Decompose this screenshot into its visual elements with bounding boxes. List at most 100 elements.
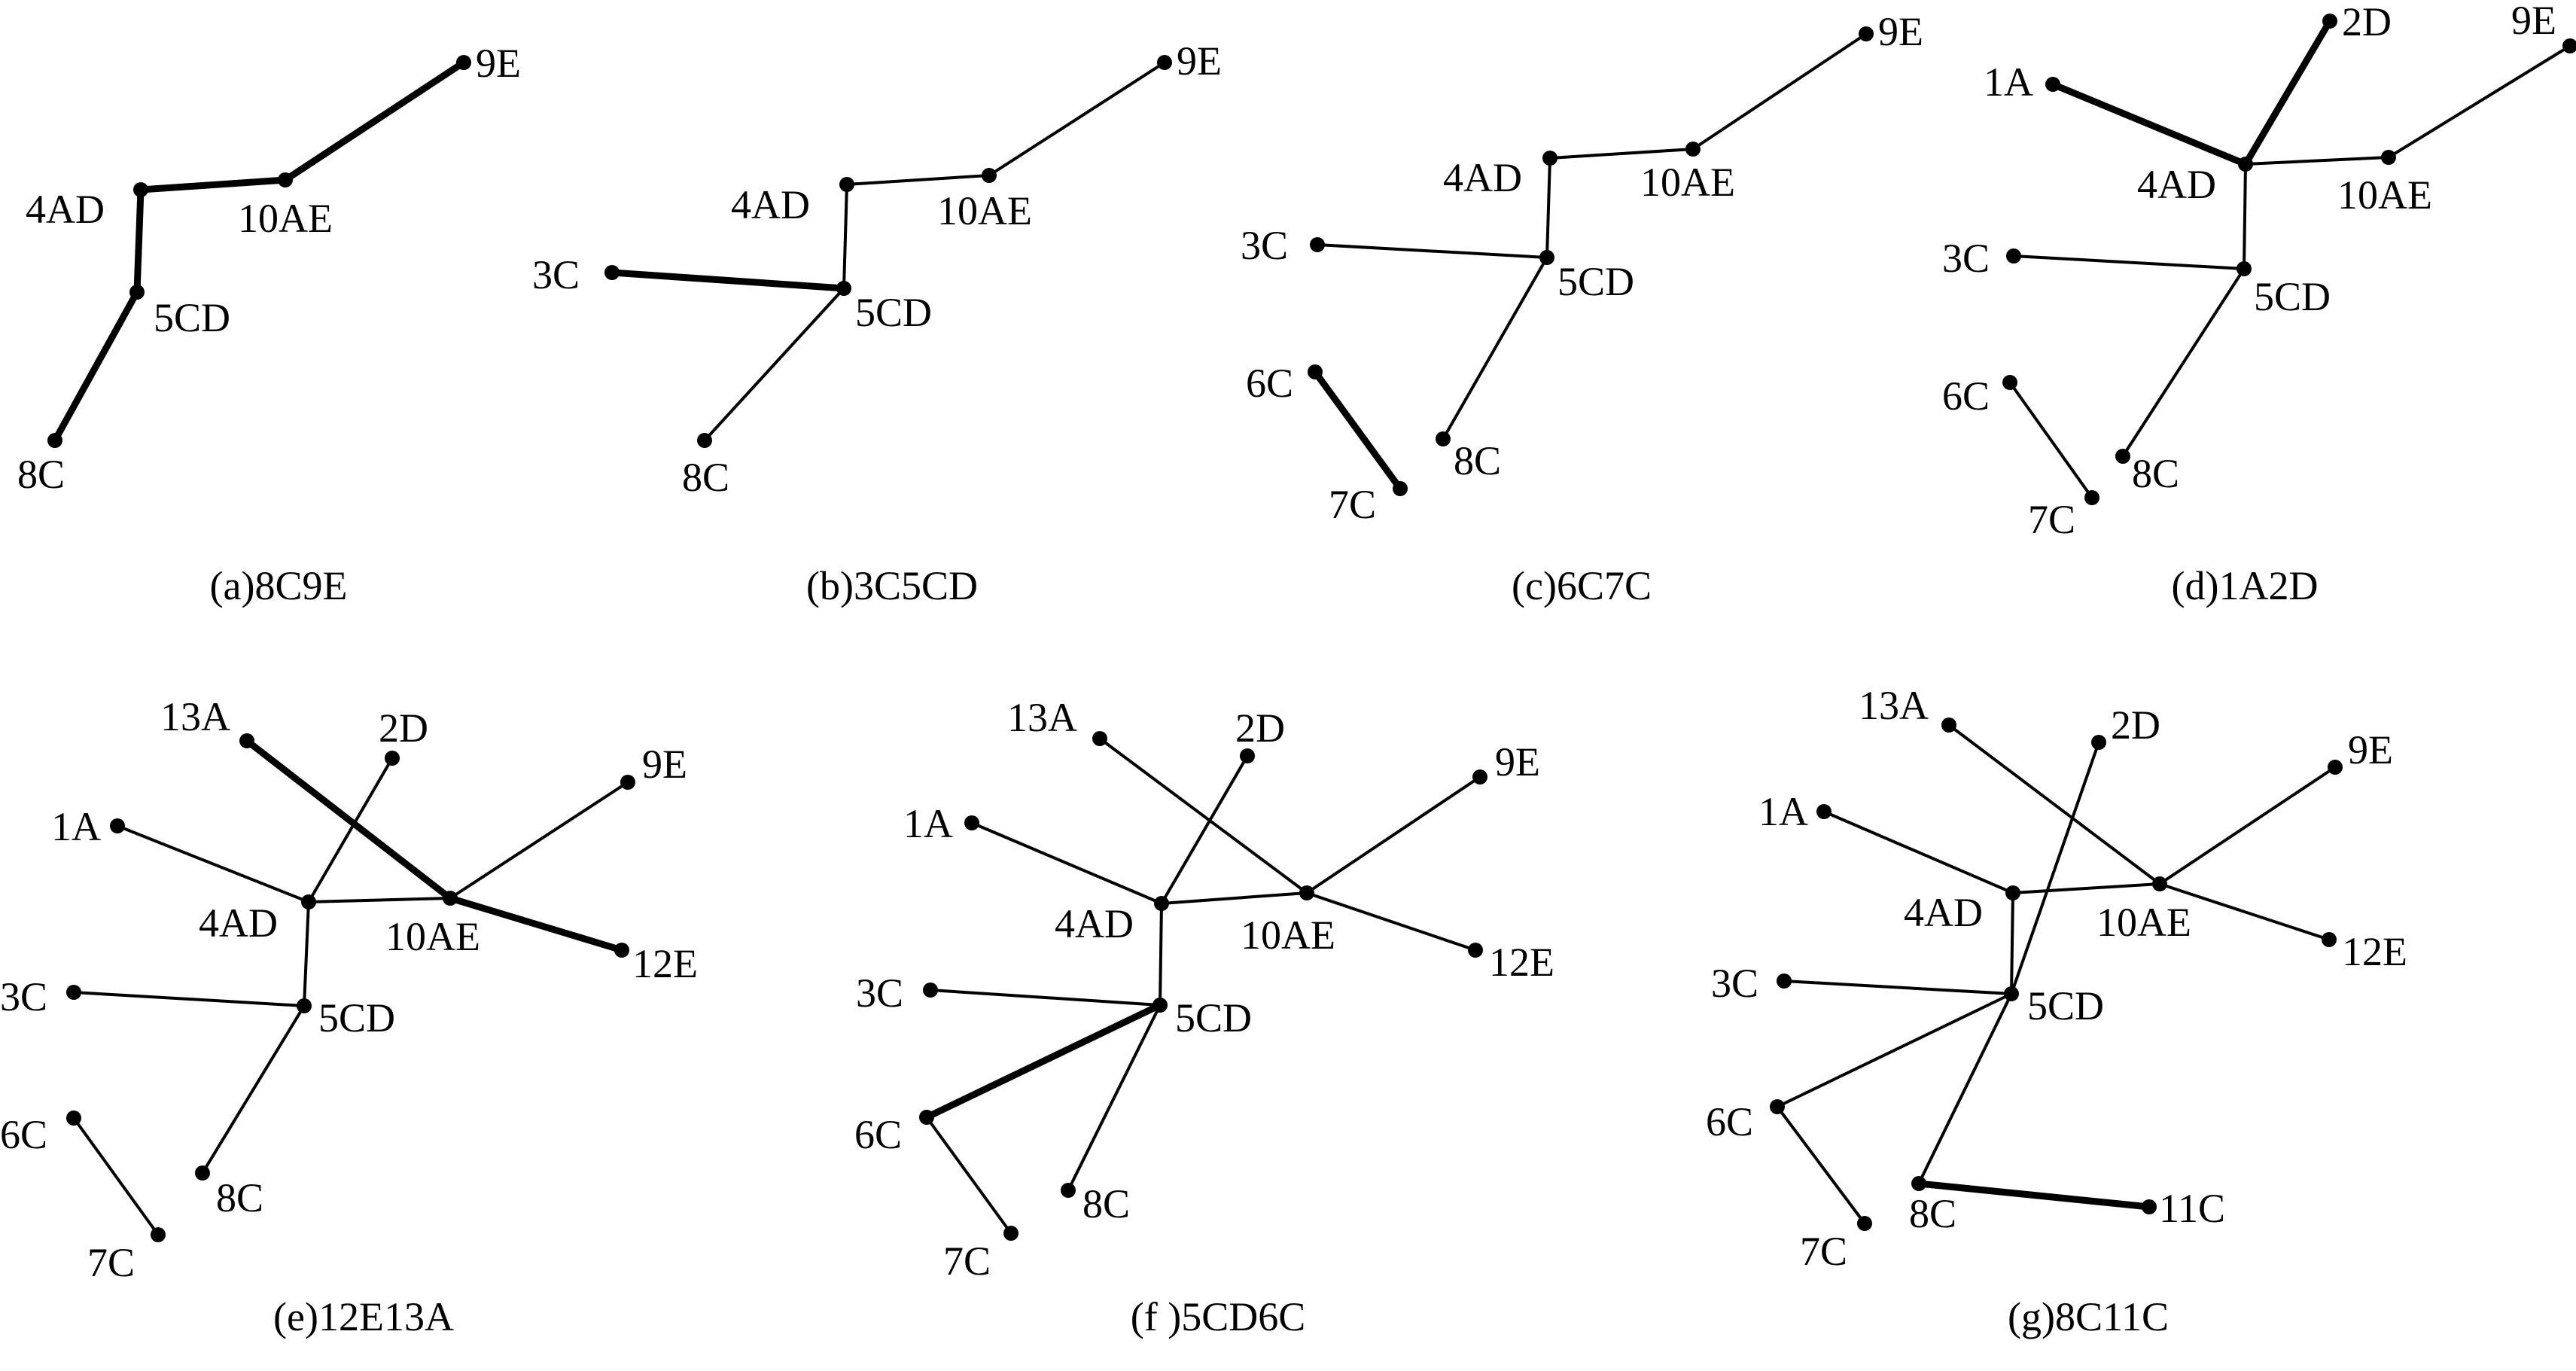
node-label-3C: 3C — [1942, 236, 1990, 281]
node-label-1A: 1A — [1758, 789, 1808, 834]
node-11C — [2142, 1199, 2157, 1214]
edge-5CD-8C — [703, 287, 845, 442]
node-3C — [2006, 248, 2021, 264]
node-5CD — [2236, 261, 2252, 276]
node-label-9E: 9E — [1878, 9, 1923, 54]
node-4AD — [839, 177, 854, 192]
node-2D — [1240, 748, 1255, 763]
node-label-2D: 2D — [2111, 702, 2160, 748]
edge-4AD-5CD — [2010, 891, 2014, 995]
node-label-8C: 8C — [2132, 451, 2179, 496]
edge-10AE-12E — [446, 894, 626, 954]
node-7C — [151, 1227, 166, 1242]
node-5CD — [129, 285, 145, 300]
node-label-4AD: 4AD — [26, 187, 105, 232]
node-4AD — [2238, 157, 2253, 172]
edge-13A-10AE — [1947, 724, 2161, 885]
edge-4AD-10AE — [137, 176, 289, 193]
node-label-10AE: 10AE — [1241, 912, 1335, 958]
edge-10AE-9E — [1691, 32, 1868, 151]
edge-4AD-5CD — [842, 183, 848, 290]
node-label-10AE: 10AE — [385, 914, 480, 959]
edge-4AD-5CD — [133, 186, 145, 296]
node-label-10AE: 10AE — [2096, 900, 2191, 945]
edge-1A-4AD — [970, 821, 1163, 905]
node-label-5CD: 5CD — [1557, 259, 1634, 304]
node-label-6C: 6C — [0, 1112, 47, 1157]
edge-5CD-8C — [1442, 256, 1548, 440]
node-10AE — [2381, 150, 2396, 165]
node-10AE — [1685, 142, 1701, 157]
node-8C — [47, 433, 62, 448]
node-2D — [2091, 735, 2106, 750]
node-label-7C: 7C — [943, 1238, 991, 1284]
node-label-9E: 9E — [476, 41, 521, 86]
node-5CD — [297, 998, 312, 1013]
edge-1A-4AD — [1822, 810, 2014, 894]
node-label-4AD: 4AD — [2137, 162, 2216, 207]
node-label-12E: 12E — [1489, 940, 1554, 985]
node-label-11C: 11C — [2159, 1186, 2225, 1231]
edge-5CD-6C — [923, 1001, 1164, 1121]
edge-10AE-9E — [282, 59, 467, 184]
edge-3C-5CD — [608, 269, 848, 292]
node-13A — [239, 733, 254, 748]
node-label-7C: 7C — [1800, 1229, 1847, 1274]
edge-13A-10AE — [243, 737, 454, 902]
panel-caption: (f )5CD6C — [1131, 1294, 1305, 1339]
edge-2D-4AD — [1160, 754, 1249, 905]
edge-4AD-10AE — [307, 897, 452, 903]
node-10AE — [1299, 885, 1314, 900]
node-3C — [1310, 237, 1325, 252]
node-12E — [2322, 932, 2337, 947]
edge-4AD-10AE — [1160, 891, 1308, 905]
edge-4AD-5CD — [303, 900, 310, 1007]
node-label-6C: 6C — [1942, 373, 1990, 419]
node-4AD — [1542, 151, 1557, 166]
panel-caption: (b)3C5CD — [806, 563, 978, 608]
edge-5CD-6C — [1776, 992, 2013, 1108]
node-1A — [2045, 77, 2060, 92]
edge-4AD-5CD — [1159, 902, 1163, 1007]
node-5CD — [2004, 986, 2019, 1001]
node-8C — [195, 1165, 210, 1181]
edge-6C-7C — [1311, 368, 1404, 492]
edge-2D-4AD — [307, 757, 394, 903]
node-label-3C: 3C — [0, 974, 47, 1019]
node-13A — [1092, 731, 1107, 746]
node-label-7C: 7C — [1329, 482, 1376, 527]
node-6C — [2002, 375, 2017, 390]
node-7C — [2084, 490, 2099, 505]
edge-5CD-8C — [201, 1004, 306, 1174]
node-label-10AE: 10AE — [238, 196, 333, 241]
edge-1A-4AD — [116, 824, 310, 903]
node-10AE — [982, 168, 997, 183]
edge-4AD-10AE — [845, 174, 991, 186]
node-label-13A: 13A — [160, 694, 230, 739]
node-label-9E: 9E — [1495, 739, 1540, 785]
node-label-6C: 6C — [854, 1112, 902, 1157]
edge-4AD-10AE — [1548, 148, 1694, 160]
node-label-7C: 7C — [2028, 497, 2075, 542]
node-4AD — [2005, 885, 2020, 900]
node-label-4AD: 4AD — [731, 182, 810, 227]
node-10AE — [443, 891, 458, 906]
node-label-5CD: 5CD — [1175, 995, 1252, 1040]
node-label-8C: 8C — [1909, 1191, 1956, 1236]
edge-5CD-8C — [1917, 992, 2013, 1185]
node-7C — [1857, 1216, 1872, 1231]
node-13A — [1941, 717, 1956, 733]
node-4AD — [301, 894, 316, 909]
node-label-5CD: 5CD — [2027, 983, 2104, 1028]
node-7C — [1003, 1226, 1019, 1241]
node-12E — [1468, 943, 1483, 958]
node-1A — [110, 818, 125, 833]
node-9E — [456, 55, 471, 70]
node-label-1A: 1A — [51, 804, 101, 849]
node-label-3C: 3C — [532, 252, 580, 297]
node-label-7C: 7C — [87, 1240, 135, 1285]
node-3C — [66, 985, 81, 1000]
